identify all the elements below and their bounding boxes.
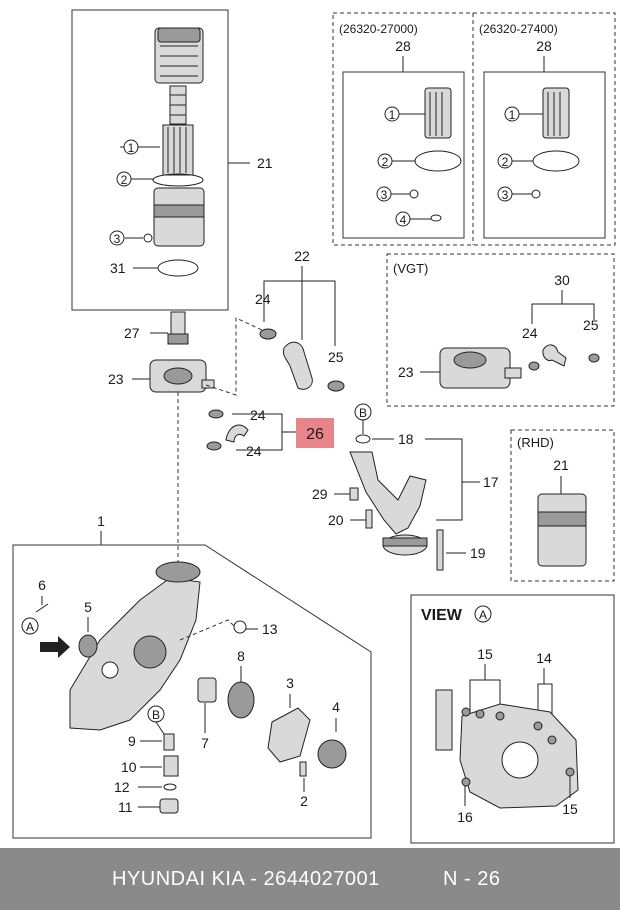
callout-18: 18 — [398, 431, 414, 447]
callout-2-main: 2 — [300, 793, 308, 809]
callout-A-view: A — [479, 608, 487, 622]
view-a-box — [410, 594, 615, 844]
footer-part-number: HYUNDAI KIA - 2644027001 — [112, 868, 380, 890]
callout-22: 22 — [294, 248, 310, 264]
gear-4-drawing — [317, 739, 347, 769]
vgt-label: (VGT) — [393, 261, 428, 276]
callout-26: 26 — [306, 426, 324, 443]
callout-12: 12 — [114, 779, 130, 795]
callout-17: 17 — [483, 474, 499, 490]
oil-pump-drawing — [69, 561, 201, 731]
callout-28-left: 28 — [395, 38, 411, 54]
callout-3-left: 3 — [381, 188, 388, 202]
vgt-cooler-drawing — [439, 344, 600, 389]
callout-B-top: B — [359, 406, 367, 420]
callout-13: 13 — [262, 621, 278, 637]
callout-3-right: 3 — [502, 188, 509, 202]
callout-3-main: 3 — [286, 675, 294, 691]
callout-23-vgt: 23 — [398, 364, 414, 380]
callout-5: 5 — [84, 599, 92, 615]
callout-2-top: 2 — [121, 173, 128, 187]
callout-15-view-bottom: 15 — [562, 801, 578, 817]
rhd-box — [510, 429, 615, 582]
callout-1-top: 1 — [128, 141, 135, 155]
hose-drawing — [259, 328, 345, 392]
callout-16: 16 — [457, 809, 473, 825]
callout-31: 31 — [110, 260, 126, 276]
oil-pump-box — [12, 544, 372, 839]
cover-3-drawing — [267, 707, 311, 763]
callout-29: 29 — [312, 486, 328, 502]
callout-24-mid-top: 24 — [255, 291, 271, 307]
footer-diagram-ref: N - 26 — [443, 868, 501, 890]
rotor-drawing — [197, 677, 255, 719]
callout-2-right: 2 — [502, 155, 509, 169]
callout-9: 9 — [128, 733, 136, 749]
view-label: VIEW — [421, 607, 463, 624]
callout-21-rhd: 21 — [553, 457, 569, 473]
callout-24-mid-a: 24 — [250, 407, 266, 423]
rhd-label: (RHD) — [517, 435, 554, 450]
callout-24-mid-b: 24 — [246, 443, 262, 459]
callout-15-view-top: 15 — [477, 646, 493, 662]
callout-27: 27 — [124, 325, 140, 341]
callout-14: 14 — [536, 650, 552, 666]
oil-filter-box — [71, 9, 229, 311]
parts-diagram: 1 2 3 31 21 (26320-27000) (26320-27400) … — [12, 9, 616, 844]
callout-23-mid: 23 — [108, 371, 124, 387]
oil-filter-drawing — [120, 27, 250, 277]
callout-4-left: 4 — [400, 213, 407, 227]
callout-A-pump: A — [26, 620, 34, 634]
callout-7: 7 — [201, 735, 209, 751]
callout-3-top: 3 — [114, 232, 121, 246]
footer-bar: HYUNDAI KIA - 2644027001 N - 26 — [0, 848, 620, 910]
variant-left-label: (26320-27000) — [339, 22, 418, 36]
callout-25-mid: 25 — [328, 349, 344, 365]
callout-11: 11 — [118, 799, 133, 815]
oil-cooler-drawing — [149, 359, 215, 393]
rhd-filter-drawing — [537, 493, 587, 567]
hose-26-drawing — [206, 409, 249, 451]
callout-6: 6 — [38, 577, 46, 593]
callout-25-vgt: 25 — [583, 317, 599, 333]
variants-box — [332, 12, 616, 246]
callout-20: 20 — [328, 512, 344, 528]
callout-19: 19 — [470, 545, 486, 561]
callout-10: 10 — [121, 759, 137, 775]
callout-1-right: 1 — [509, 108, 516, 122]
view-arrow-icon — [40, 636, 70, 658]
callout-1-main: 1 — [97, 513, 105, 529]
oil-pickup-drawing — [349, 451, 428, 556]
vgt-box — [386, 253, 615, 407]
callout-21-top: 21 — [257, 155, 273, 171]
variant-left-drawing — [391, 87, 462, 222]
callout-8: 8 — [237, 648, 245, 664]
view-a-drawing — [435, 689, 579, 809]
callout-28-right: 28 — [536, 38, 552, 54]
bolt-27-drawing — [167, 311, 189, 345]
callout-4-main: 4 — [332, 699, 340, 715]
callout-24-vgt: 24 — [522, 325, 538, 341]
variant-right-drawing — [512, 87, 580, 199]
callout-B-pump: B — [152, 708, 160, 722]
callout-1-left: 1 — [389, 108, 396, 122]
variant-right-label: (26320-27400) — [479, 22, 558, 36]
callout-2-left: 2 — [382, 155, 389, 169]
callout-26-highlight — [296, 418, 334, 448]
callout-30: 30 — [554, 272, 570, 288]
